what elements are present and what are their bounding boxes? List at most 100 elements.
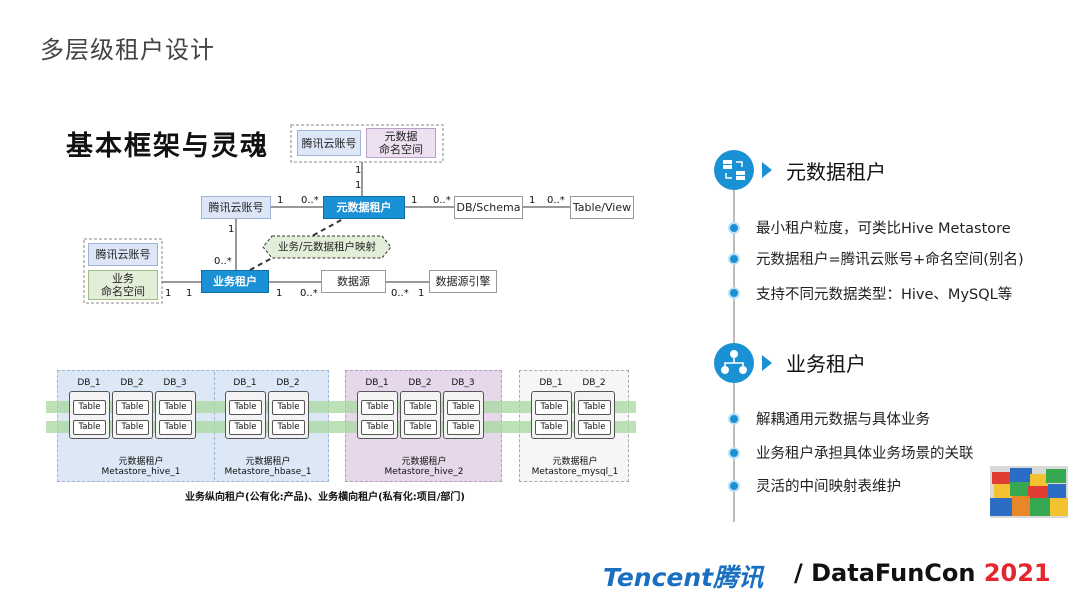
table-view-box: Table/View [570, 196, 634, 219]
mult-label: 1 [355, 165, 362, 176]
page-title: 多层级租户设计 [40, 36, 215, 64]
business-namespace-box: 业务 命名空间 [88, 270, 158, 300]
table-cell: Table [159, 400, 192, 415]
diagram-connectors [83, 124, 570, 304]
table-cell: Table [535, 400, 568, 415]
table-cell: Table [116, 420, 149, 435]
table-cell: Table [159, 420, 192, 435]
bullet-dot [728, 253, 740, 265]
db-label: DB_2 [582, 378, 606, 388]
db-label: DB_2 [408, 378, 432, 388]
mult-label: 0..* [391, 288, 409, 299]
mult-label: 1 [276, 288, 283, 299]
section2-item: 解耦通用元数据与具体业务 [756, 412, 930, 428]
datasource-box: 数据源 [321, 270, 386, 293]
table-cell: Table [447, 400, 480, 415]
cluster-metastore: Metastore_hive_2 [384, 467, 464, 477]
cluster-name: 元数据租户 [552, 457, 598, 467]
bullet-dot [728, 480, 740, 492]
db-label: DB_3 [451, 378, 475, 388]
diagram-title: 基本框架与灵魂 [66, 131, 269, 162]
table-cell: Table [404, 400, 437, 415]
mult-label: 0..* [301, 195, 319, 206]
mult-label: 0..* [300, 288, 318, 299]
metadata-tenant-box: 元数据租户 [323, 196, 405, 219]
table-cell: Table [578, 420, 611, 435]
mapping-shape [262, 235, 392, 259]
datasource-engine-box: 数据源引擎 [429, 270, 497, 293]
table-cell: Table [447, 420, 480, 435]
db-label: DB_1 [365, 378, 389, 388]
lego-image [990, 466, 1068, 518]
mult-label: 1 [529, 195, 536, 206]
namespace-top-line1: 元数据 [384, 130, 418, 143]
cluster-metastore: Metastore_mysql_1 [531, 467, 619, 477]
section1-item: 支持不同元数据类型：Hive、MySQL等 [756, 287, 1013, 303]
section1-heading: 元数据租户 [786, 160, 886, 184]
section2-item: 灵活的中间映射表维护 [756, 479, 901, 495]
logo-slash: / [794, 559, 803, 587]
mult-label: 1 [277, 195, 284, 206]
table-cell: Table [361, 420, 394, 435]
arrow-right-icon [762, 162, 772, 178]
mult-label: 1 [411, 195, 418, 206]
tencent-account-left-box: 腾讯云账号 [88, 243, 158, 266]
db-label: DB_3 [163, 378, 187, 388]
table-cell: Table [535, 420, 568, 435]
db-label: DB_1 [77, 378, 101, 388]
namespace-top-line2: 命名空间 [379, 143, 423, 156]
cluster-name: 元数据租户 [401, 457, 447, 467]
table-cell: Table [404, 420, 437, 435]
org-chart-icon [714, 343, 754, 383]
db-label: DB_1 [233, 378, 257, 388]
table-cell: Table [116, 400, 149, 415]
db-schema-box: DB/Schema [454, 196, 523, 219]
tencent-logo-en: Tencent [603, 563, 714, 592]
clusters-caption: 业务纵向租户(公有化:产品)、业务横向租户(私有化:项目/部门) [185, 492, 465, 503]
biz-ns-line1: 业务 [112, 272, 134, 285]
year-text: 2021 [983, 559, 1051, 587]
mult-label: 0..* [547, 195, 565, 206]
db-label: DB_2 [276, 378, 300, 388]
section1-item: 最小租户粒度，可类比Hive Metastore [756, 221, 1011, 237]
business-tenant-box: 业务租户 [201, 270, 269, 293]
table-cell: Table [272, 400, 305, 415]
table-cell: Table [272, 420, 305, 435]
table-cell: Table [229, 400, 262, 415]
section1-item: 元数据租户=腾讯云账号+命名空间(别名) [756, 252, 1024, 268]
section2-item: 业务租户承担具体业务场景的关联 [756, 446, 974, 462]
tencent-account-top-box: 腾讯云账号 [297, 130, 361, 156]
bullet-dot [728, 287, 740, 299]
datafuncon-text: DataFunCon [811, 559, 976, 587]
cluster-metastore: Metastore_hbase_1 [224, 467, 312, 477]
database-arrows-icon [714, 150, 754, 190]
mult-label: 0..* [433, 195, 451, 206]
tencent-account-mid-box: 腾讯云账号 [201, 196, 271, 219]
section2-heading: 业务租户 [786, 352, 866, 376]
mult-label: 1 [228, 224, 235, 235]
table-cell: Table [578, 400, 611, 415]
mult-label: 1 [355, 180, 362, 191]
biz-ns-line2: 命名空间 [101, 285, 145, 298]
bullet-dot [728, 413, 740, 425]
datafuncon-logo: / DataFunCon 2021 [794, 559, 1051, 587]
mult-label: 1 [186, 288, 193, 299]
db-label: DB_2 [120, 378, 144, 388]
cluster-metastore: Metastore_hive_1 [101, 467, 181, 477]
table-cell: Table [361, 400, 394, 415]
bullet-dot [728, 222, 740, 234]
cluster-name: 元数据租户 [118, 457, 164, 467]
tencent-logo: Tencent腾讯 [603, 558, 763, 594]
bullet-dot [728, 447, 740, 459]
namespace-top-box: 元数据 命名空间 [366, 128, 436, 158]
mult-label: 1 [418, 288, 425, 299]
mult-label: 0..* [214, 256, 232, 267]
mult-label: 1 [165, 288, 172, 299]
db-label: DB_1 [539, 378, 563, 388]
arrow-right-icon [762, 355, 772, 371]
table-cell: Table [73, 400, 106, 415]
table-cell: Table [229, 420, 262, 435]
table-cell: Table [73, 420, 106, 435]
mapping-label: 业务/元数据租户映射 [277, 240, 377, 253]
cluster-name: 元数据租户 [245, 457, 291, 467]
